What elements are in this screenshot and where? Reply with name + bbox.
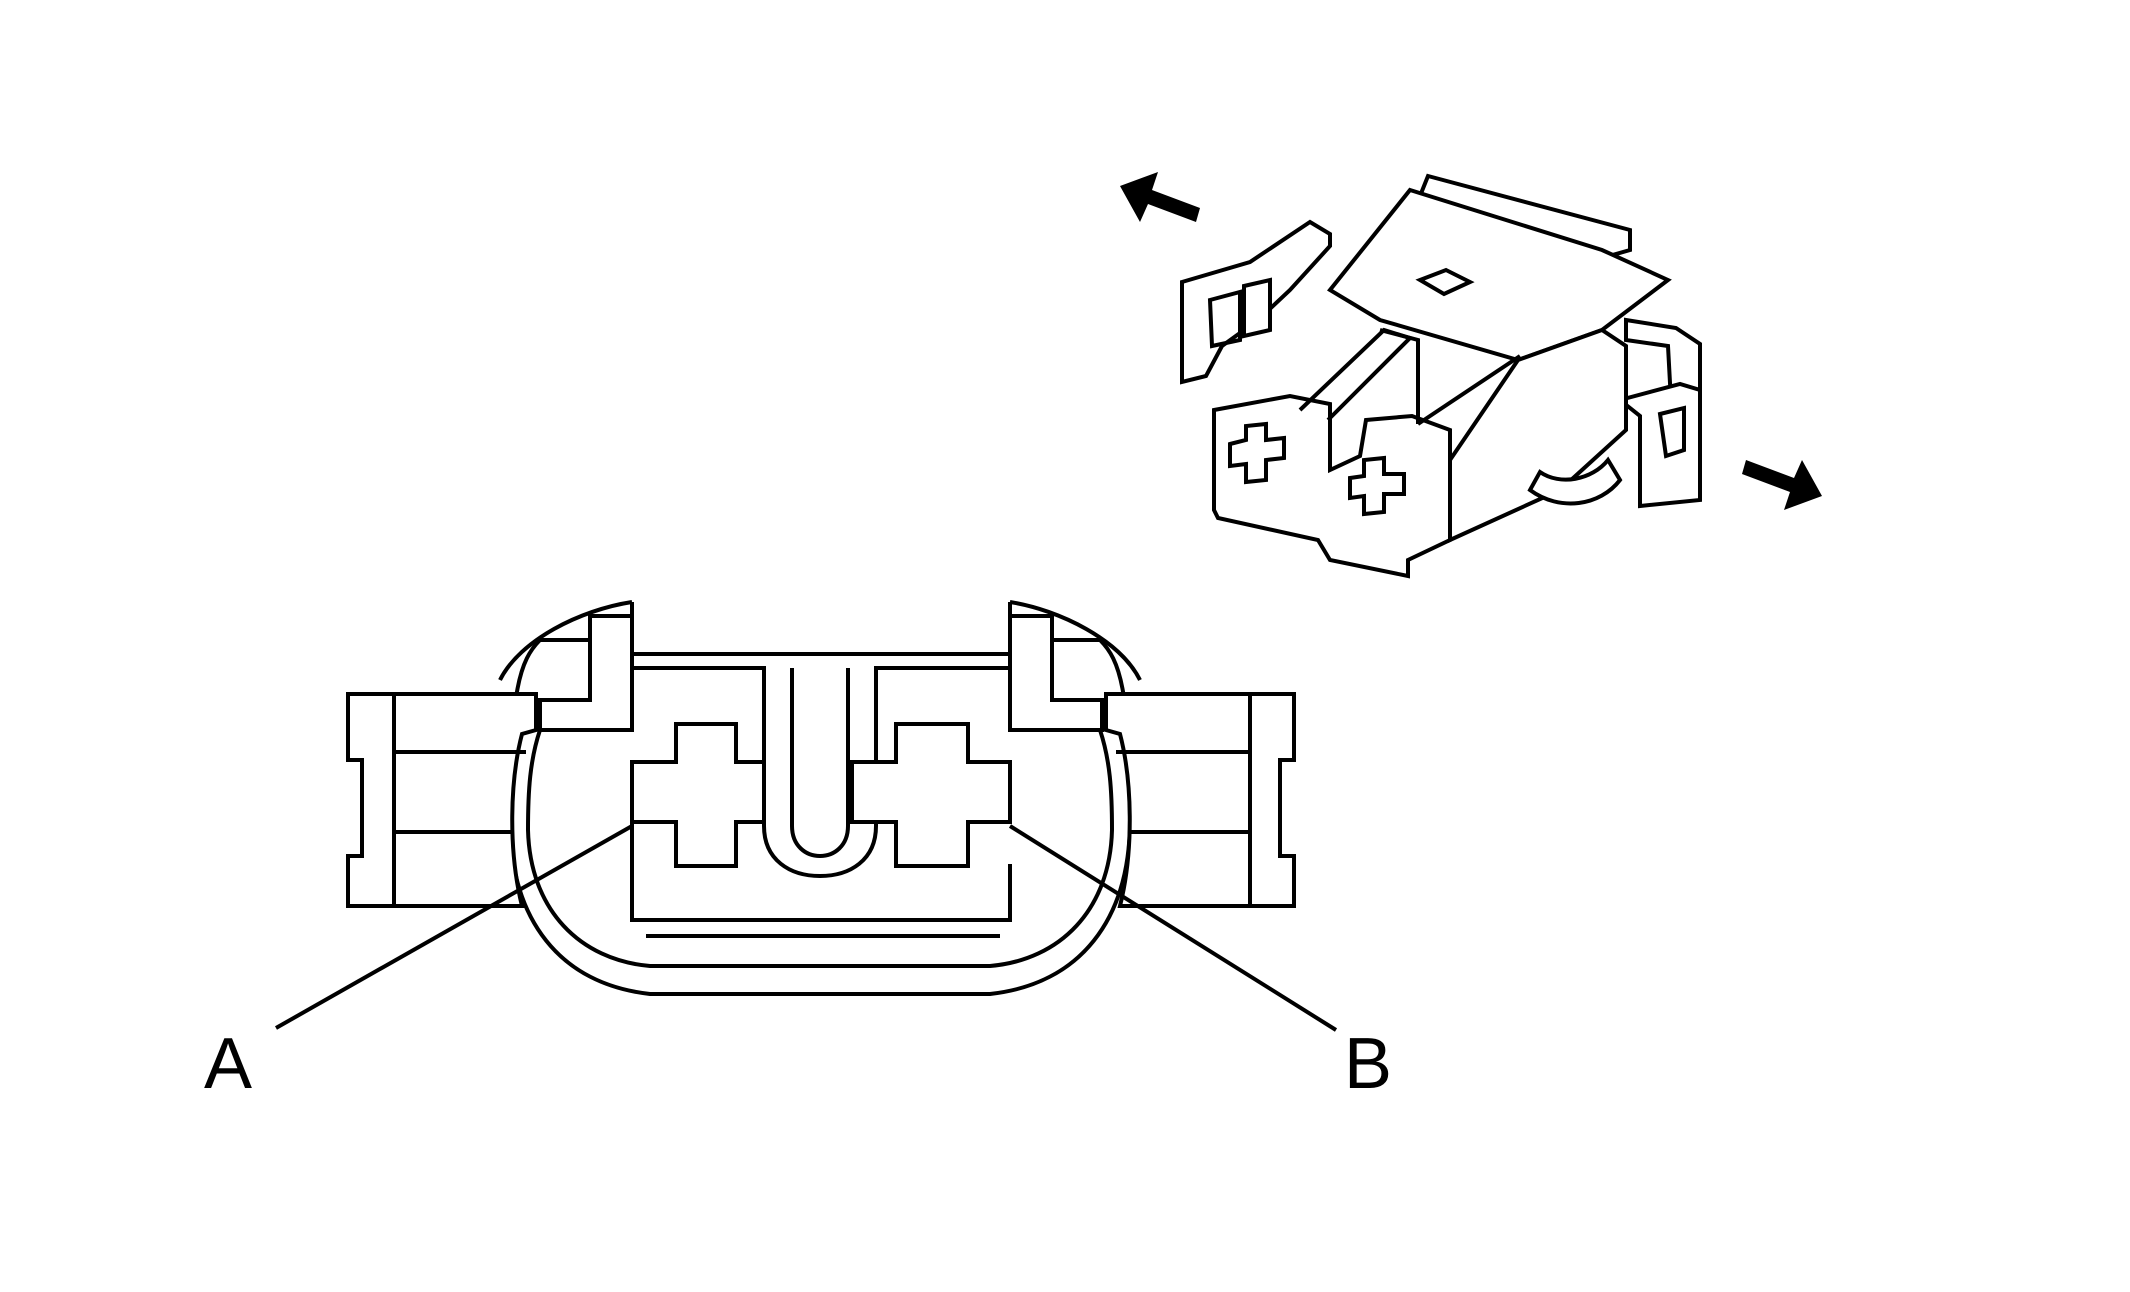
right-clip-inner	[1657, 405, 1686, 459]
leader-line-a	[275, 824, 633, 1030]
inner-housing-top	[632, 666, 1010, 758]
terminal-cavity-b	[850, 722, 1012, 868]
leader-line-b	[1008, 824, 1338, 1032]
left-clip-hook	[1242, 277, 1272, 339]
inner-housing-bottom	[630, 864, 1012, 938]
center-slot	[790, 668, 850, 859]
iso-cross-b	[1348, 455, 1406, 517]
body-window	[1415, 267, 1475, 297]
outer-shell-top-right	[1009, 600, 1142, 681]
right-clip-front	[1615, 381, 1702, 509]
right-side-tab	[1104, 692, 1296, 908]
side-nub	[1527, 456, 1623, 506]
cavity-divider-2	[1379, 328, 1420, 424]
arrow-right-icon	[1742, 460, 1822, 510]
direction-arrows	[1120, 172, 1822, 510]
front-view-connector	[275, 600, 1338, 1032]
outer-shell-top-left	[498, 600, 633, 681]
left-clip-inner	[1207, 289, 1242, 349]
iso-cross-a	[1228, 421, 1286, 485]
terminal-cavity-a	[630, 722, 766, 868]
center-slot-outer	[762, 758, 878, 879]
left-top-latch	[538, 614, 634, 732]
left-side-tab	[346, 692, 538, 908]
cavity-divider-3	[1416, 354, 1522, 426]
isometric-connector	[1180, 173, 1702, 579]
label-terminal-b: B	[1344, 1024, 1392, 1104]
body-front-face	[1212, 393, 1452, 579]
right-top-latch	[1008, 614, 1104, 732]
inner-shell	[525, 729, 1115, 968]
label-terminal-a: A	[204, 1024, 252, 1104]
body-right-side	[1448, 327, 1628, 544]
arrow-left-icon	[1120, 172, 1200, 222]
